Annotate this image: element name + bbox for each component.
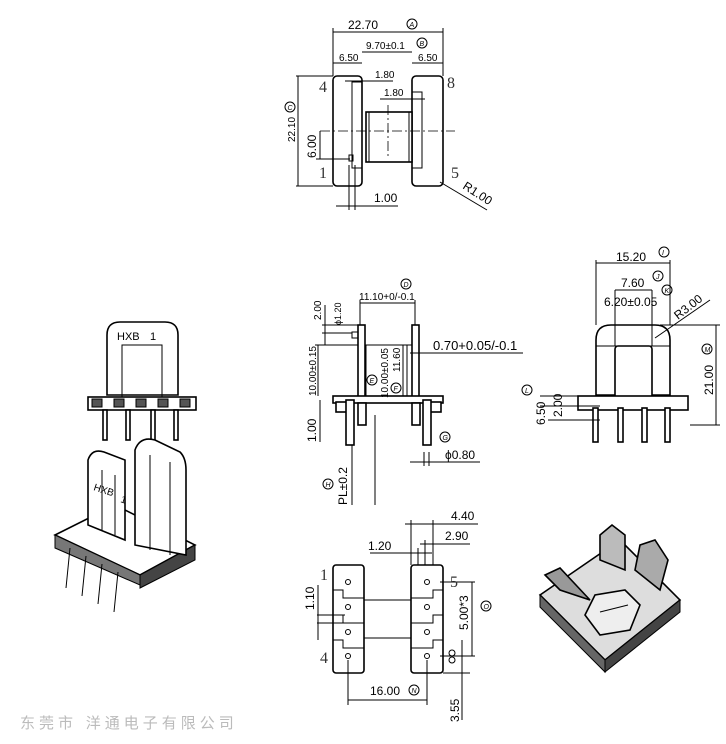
bottom-pin-1: 1	[320, 567, 328, 584]
ref-b: B	[420, 41, 425, 48]
dim-radius: R1.00	[460, 179, 495, 208]
dim-side-height: 21.00	[702, 365, 716, 395]
dim-flange-left: 6.50	[339, 53, 359, 64]
right-wall	[411, 324, 420, 401]
dim-pin-offset: 6.00	[305, 134, 319, 158]
left-step	[351, 81, 363, 169]
pin-label-1: 1	[319, 165, 327, 182]
pin-label-8: 8	[447, 75, 455, 92]
bottom-pin-4: 4	[320, 650, 328, 667]
ref-c: C	[288, 105, 294, 112]
dim-4-40: 4.40	[451, 509, 475, 523]
dim-pin-dia: ϕ0.80	[445, 448, 475, 462]
pin-label-4: 4	[319, 79, 327, 96]
dim-flange-right: 6.50	[418, 53, 438, 64]
dim-step-1: 1.80	[375, 70, 395, 81]
dim-pin-width: 1.00	[374, 191, 398, 205]
side-view: 15.20 I 7.60 J 6.20±0.05 K R3.00 21.00 M…	[521, 246, 720, 443]
pin-left	[345, 399, 355, 446]
dim-1-10: 1.10	[303, 586, 317, 610]
ref-f: F	[394, 386, 399, 393]
ref-m: M	[705, 347, 711, 354]
side-base	[577, 395, 689, 411]
bottom-right-row	[410, 564, 444, 674]
core-tube	[365, 111, 413, 163]
dim-base-height: 6.50	[534, 401, 548, 425]
dim-wall: 0.70+0.05/-0.1	[433, 338, 517, 353]
dim-3-55: 3.55	[448, 698, 462, 722]
dim-pitch: PL±0.2	[336, 467, 350, 505]
dim-inner-height: 10.00±0.05	[380, 348, 391, 398]
dim-side-inner-width: 6.20±0.05	[604, 295, 658, 309]
dim-1-20: 1.20	[368, 539, 392, 553]
dim-overall-width: 22.70	[348, 18, 378, 32]
ref-o: O	[484, 604, 490, 611]
ref-d: D	[404, 282, 409, 289]
watermark: 东莞市 洋通电子有限公司	[20, 714, 238, 732]
pin-right	[422, 399, 432, 446]
marking-text: HXB	[117, 331, 140, 343]
dim-core-height: 11.60	[392, 347, 403, 372]
label-view: HXB 1	[87, 321, 197, 441]
perspective-pin-mark: 1	[119, 494, 128, 506]
ref-a: A	[409, 22, 415, 29]
bottom-left-row	[332, 564, 365, 674]
dim-step: 2.00	[551, 393, 565, 417]
top-view: 22.70 A 9.70±0.1 B 6.50 6.50 1.80 1.80 2…	[284, 18, 495, 211]
dim-inner-width: 11.10+0/-0.1	[359, 292, 415, 303]
pin-label-5: 5	[451, 165, 459, 182]
perspective-view-left: HXB 1	[53, 438, 197, 613]
pin-holes	[345, 579, 430, 659]
dim-top-height: 2.00	[313, 300, 324, 320]
pin-mark-text: 1	[150, 331, 156, 343]
dim-pin-pitch: 5.00*3	[457, 595, 471, 630]
dim-side-width: 15.20	[616, 250, 646, 264]
dim-2-90: 2.90	[445, 529, 469, 543]
base-plate	[332, 395, 444, 404]
dim-height: 22.10	[287, 117, 298, 142]
bottom-view: 4.40 2.90 1.20 1.10 5.00*3 O 16.00 N 3.5…	[303, 509, 492, 722]
dim-core-width: 7.60	[621, 276, 645, 290]
dim-outer-height: 10.00±0.15	[308, 346, 319, 396]
ref-n: N	[412, 688, 418, 695]
front-view: 11.10+0/-0.1 D 2.00 ϕ1.20 0.70+0.05/-0.1…	[305, 278, 523, 505]
ref-h: H	[326, 482, 332, 489]
ref-j: J	[655, 274, 660, 281]
side-pins	[592, 407, 671, 443]
perspective-view-right	[538, 523, 682, 674]
dim-gap-width: 9.70±0.1	[366, 41, 405, 52]
dim-hole-dia: ϕ1.20	[333, 302, 343, 325]
left-wall	[357, 324, 366, 401]
ref-k: K	[665, 288, 670, 295]
ref-e: E	[370, 378, 375, 385]
bottom-pin-5: 5	[450, 574, 458, 591]
dim-row-spacing: 16.00	[370, 684, 400, 698]
ref-i: I	[662, 250, 664, 257]
dim-pin-length: 1.00	[305, 418, 319, 442]
core-window	[614, 345, 653, 399]
dim-step-2: 1.80	[384, 88, 404, 99]
ref-g: G	[443, 435, 449, 442]
pin-stub	[348, 154, 354, 162]
ref-l: L	[525, 388, 529, 395]
